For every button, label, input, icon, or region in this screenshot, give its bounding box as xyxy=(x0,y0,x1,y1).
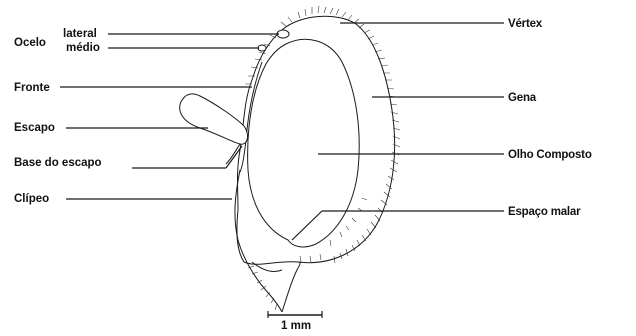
ocellus-median xyxy=(258,45,266,51)
label-clipeo: Clípeo xyxy=(14,193,49,205)
setae xyxy=(245,6,400,310)
label-olho-composto: Olho Composto xyxy=(508,149,592,161)
scale-bar-label: 1 mm xyxy=(281,320,311,331)
leader-base-escapo-diag xyxy=(226,146,242,168)
leader-lines-right xyxy=(292,23,504,240)
label-gena: Gena xyxy=(508,92,537,104)
scale-bar: 1 mm xyxy=(268,311,322,331)
label-lateral: lateral xyxy=(63,28,97,40)
label-escapo: Escapo xyxy=(14,122,55,134)
head-outline xyxy=(235,16,395,312)
leader-espaco-malar-diag xyxy=(292,211,322,240)
scape xyxy=(180,94,248,164)
ocelli xyxy=(258,30,289,51)
leader-lines-left xyxy=(60,34,279,199)
label-medio: médio xyxy=(66,42,100,54)
label-vertex: Vértex xyxy=(508,18,543,30)
label-espaco-malar: Espaço malar xyxy=(508,206,581,218)
label-fronte: Fronte xyxy=(14,82,50,94)
label-ocelo: Ocelo xyxy=(14,37,46,49)
compound-eye xyxy=(248,39,360,247)
label-base-escapo: Base do escapo xyxy=(14,157,102,169)
